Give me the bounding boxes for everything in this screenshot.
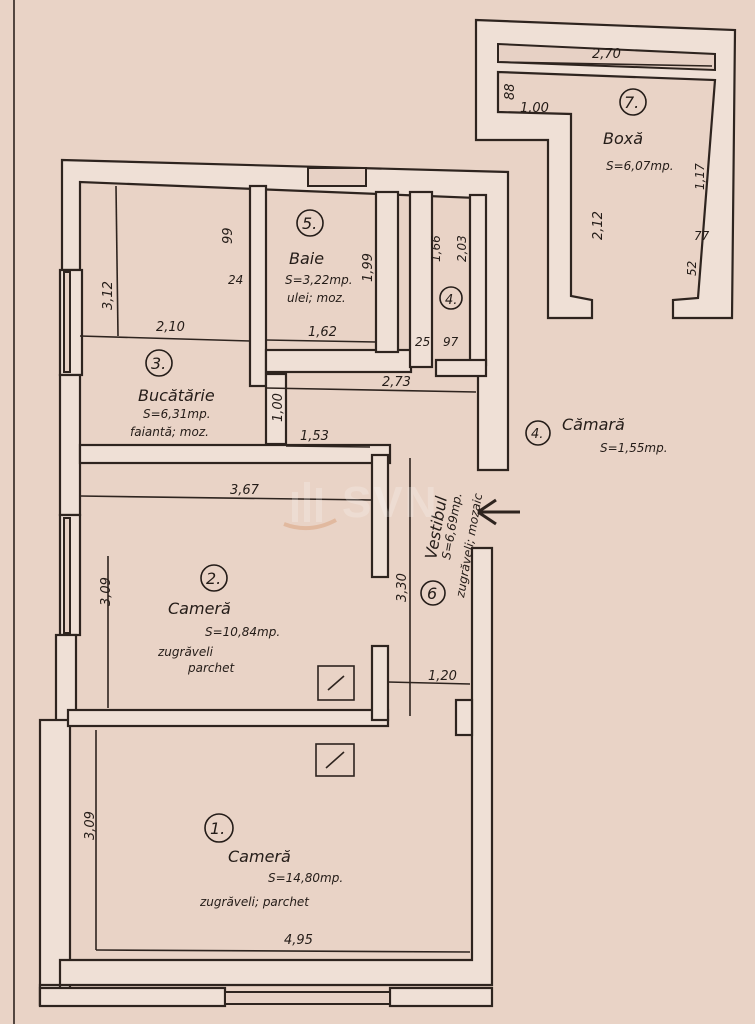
- room-area-1: S=14,80mp.: [268, 871, 343, 885]
- room-name-3: Bucătărie: [138, 386, 215, 405]
- room-name-7: Boxă: [603, 129, 643, 148]
- room-number-2: 2.: [206, 569, 221, 588]
- dim-3-67: 3,67: [230, 483, 260, 498]
- room-label-4: 4. Cămară S=1,55mp.: [525, 415, 668, 455]
- room-area-7: S=6,07mp.: [606, 159, 674, 173]
- dim-1-00b: 1,00: [271, 393, 286, 422]
- dim-3-30: 3,30: [395, 573, 410, 602]
- room-number-6: 6: [427, 584, 437, 603]
- dim-3-12: 3,12: [101, 281, 116, 310]
- dim-97: 97: [443, 335, 459, 349]
- dim-24: 24: [228, 273, 243, 287]
- dim-3-09a: 3,09: [99, 577, 114, 606]
- room-label-7: 7. Boxă S=6,07mp.: [603, 88, 674, 173]
- room-label-1: 1. Cameră S=14,80mp. zugrăveli; parchet: [199, 813, 343, 909]
- room-area-3: S=6,31mp.: [143, 407, 211, 421]
- room-mark-4-number: 4.: [445, 293, 457, 308]
- room-area-2: S=10,84mp.: [205, 625, 280, 639]
- room-mark-4: 4.: [439, 286, 463, 310]
- dim-1-66: 1,66: [429, 235, 443, 262]
- room-number-3: 3.: [151, 354, 166, 373]
- dim-1-00a: 1,00: [520, 101, 549, 116]
- dim-4-95: 4,95: [284, 933, 313, 948]
- room-name-2: Cameră: [168, 599, 231, 618]
- dim-99: 99: [221, 227, 236, 244]
- room-name-1: Cameră: [228, 847, 291, 866]
- room-finish-3: faiantă; moz.: [130, 425, 209, 439]
- room-finish-2a: zugrăveli: [157, 645, 214, 659]
- dim-1-62: 1,62: [308, 325, 337, 340]
- apartment-walls: [38, 158, 510, 1008]
- room-number-7: 7.: [624, 93, 639, 112]
- room-number-5: 5.: [302, 214, 317, 233]
- room-finish-5: ulei; moz.: [287, 291, 346, 305]
- dim-3-09b: 3,09: [83, 811, 98, 840]
- room-finish-1: zugrăveli; parchet: [199, 895, 310, 909]
- room-label-3: 3. Bucătărie S=6,31mp. faiantă; moz.: [130, 349, 215, 439]
- dim-1-17: 1,17: [693, 163, 707, 190]
- dim-1-99: 1,99: [361, 253, 376, 282]
- room-name-4: Cămară: [562, 415, 625, 434]
- dim-52: 52: [685, 261, 699, 276]
- dim-88: 88: [503, 83, 518, 100]
- dim-2-12: 2,12: [591, 211, 606, 240]
- room-label-5: 5. Baie S=3,22mp. ulei; moz.: [285, 209, 353, 305]
- dim-2-70: 2,70: [592, 47, 621, 62]
- dim-77: 77: [694, 229, 710, 243]
- dimension-lines: [79, 61, 713, 953]
- dim-2-10: 2,10: [156, 320, 185, 335]
- room-area-4: S=1,55mp.: [600, 441, 668, 455]
- dim-25: 25: [415, 335, 430, 349]
- dim-2-73: 2,73: [382, 375, 411, 390]
- room-name-5: Baie: [289, 249, 324, 268]
- room-number-4: 4.: [531, 427, 543, 442]
- room-finish-2b: parchet: [187, 661, 235, 675]
- dim-2-03: 2,03: [455, 235, 469, 262]
- room-number-1: 1.: [210, 819, 225, 838]
- dim-1-53: 1,53: [300, 429, 329, 444]
- dim-1-20: 1,20: [428, 669, 457, 684]
- room-area-5: S=3,22mp.: [285, 273, 353, 287]
- room-label-2: 2. Cameră S=10,84mp. zugrăveli parchet: [157, 564, 280, 675]
- dimension-labels: 2,70 88 1,00 2,12 1,17 77 52 99 3,12 24 …: [83, 47, 710, 948]
